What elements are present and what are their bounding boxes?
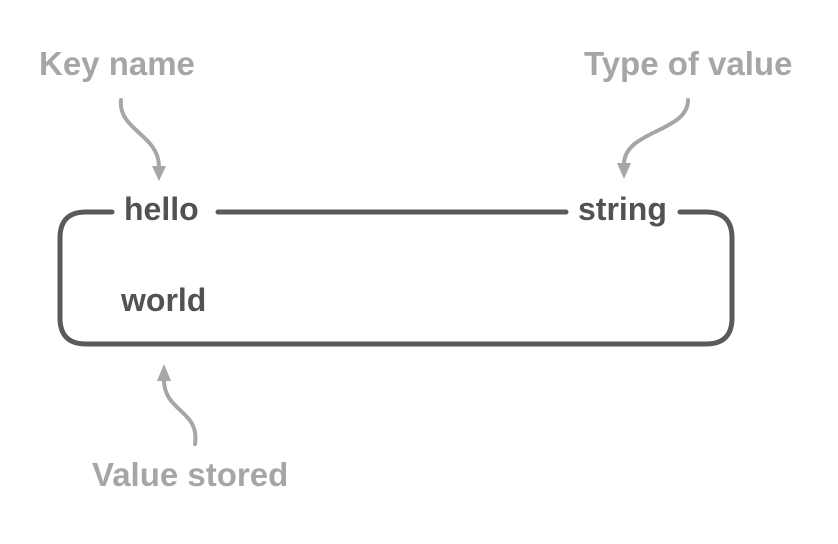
curved-arrow-down-icon bbox=[118, 98, 166, 181]
value-stored-annotation: Value stored bbox=[92, 456, 289, 493]
record-type: string bbox=[578, 191, 667, 227]
key-name-annotation: Key name bbox=[39, 45, 195, 82]
record-box-outline bbox=[57, 209, 735, 347]
record-value: world bbox=[121, 282, 207, 318]
type-of-value-annotation: Type of value bbox=[584, 45, 793, 82]
curved-arrow-down-icon bbox=[617, 98, 690, 179]
record-key: hello bbox=[124, 191, 199, 227]
curved-arrow-up-icon bbox=[157, 364, 198, 446]
